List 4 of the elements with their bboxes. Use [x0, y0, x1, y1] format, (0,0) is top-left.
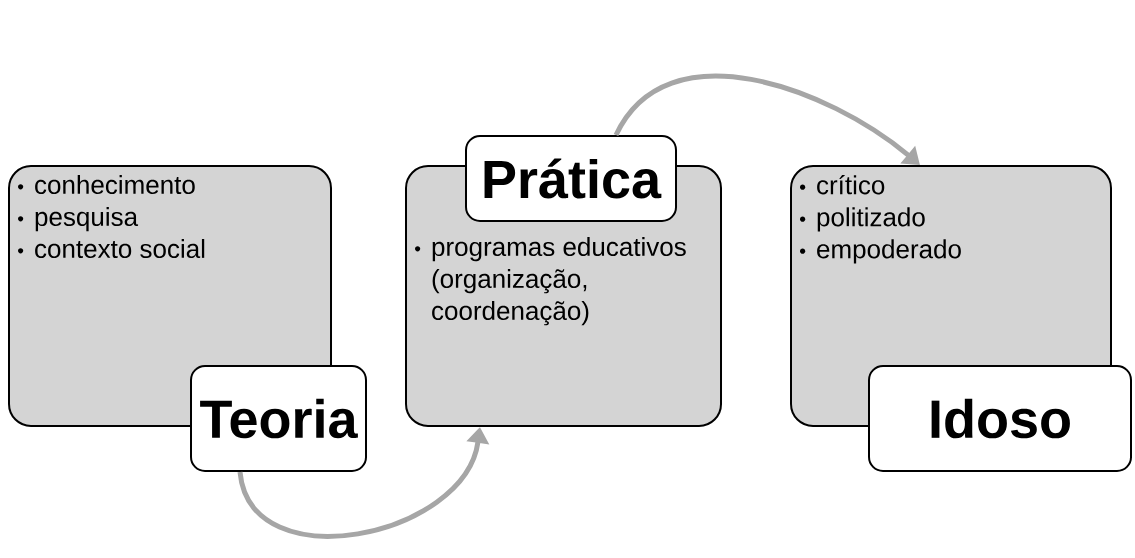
title-box: Idoso — [868, 365, 1132, 472]
title-box: Teoria — [190, 365, 367, 472]
title-box: Prática — [465, 135, 677, 222]
curved-arrow — [613, 73, 920, 165]
